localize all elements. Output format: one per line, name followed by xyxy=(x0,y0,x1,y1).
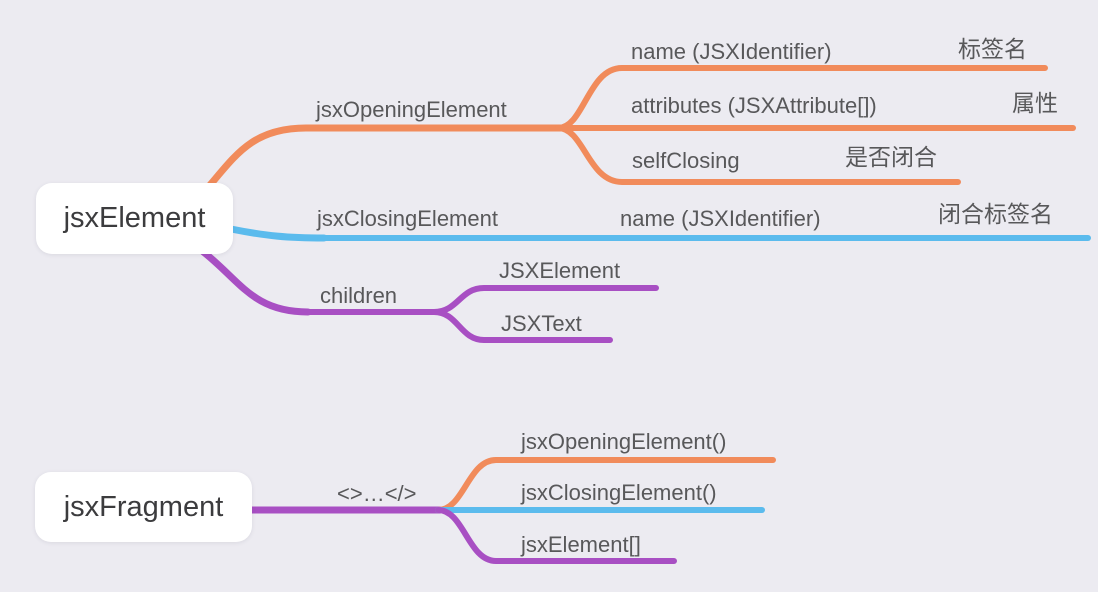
link-selfclosing-line xyxy=(555,125,961,185)
node-closing-name[interactable]: name (JSXIdentifier) xyxy=(620,206,821,231)
node-jsx-element[interactable]: jsxElement xyxy=(36,183,233,254)
node-jsx-closing-element[interactable]: jsxClosingElement xyxy=(317,206,498,231)
node-opening-name[interactable]: name (JSXIdentifier) xyxy=(631,39,832,64)
link-jsxelement-to-jsxclosingelement xyxy=(227,225,328,242)
node-tag-name-cn[interactable]: 标签名 xyxy=(958,36,1027,62)
node-jsx-element-child[interactable]: JSXElement xyxy=(499,258,621,283)
node-fragment-syntax[interactable]: <>…</> xyxy=(337,481,417,506)
node-children[interactable]: children xyxy=(320,283,398,308)
node-self-closing[interactable]: selfClosing xyxy=(632,148,740,173)
node-is-closed-cn[interactable]: 是否闭合 xyxy=(845,144,937,170)
node-jsx-fragment[interactable]: jsxFragment xyxy=(35,472,252,542)
node-fragment-opening-element[interactable]: jsxOpeningElement() xyxy=(521,429,727,454)
node-jsx-opening-element[interactable]: jsxOpeningElement xyxy=(316,97,507,122)
link-jsxelement-to-jsxopeningelement xyxy=(200,124,566,196)
node-attributes[interactable]: attributes (JSXAttribute[]) xyxy=(631,93,877,118)
link-jsxtext-line xyxy=(431,309,613,343)
node-closing-tag-name-cn[interactable]: 闭合标签名 xyxy=(938,201,1053,227)
link-fragment-elements-line xyxy=(435,507,677,564)
node-jsx-fragment-label: jsxFragment xyxy=(63,490,224,523)
node-fragment-closing-element[interactable]: jsxClosingElement() xyxy=(521,480,717,505)
node-jsx-element-label: jsxElement xyxy=(63,202,206,234)
node-jsx-text[interactable]: JSXText xyxy=(501,311,582,336)
link-name-line xyxy=(555,65,1048,131)
link-jsxelement-child-line xyxy=(431,285,659,315)
node-fragment-element-array[interactable]: jsxElement[] xyxy=(521,532,641,557)
node-attribute-cn[interactable]: 属性 xyxy=(1012,90,1058,116)
link-jsxelement-to-children xyxy=(197,246,312,316)
